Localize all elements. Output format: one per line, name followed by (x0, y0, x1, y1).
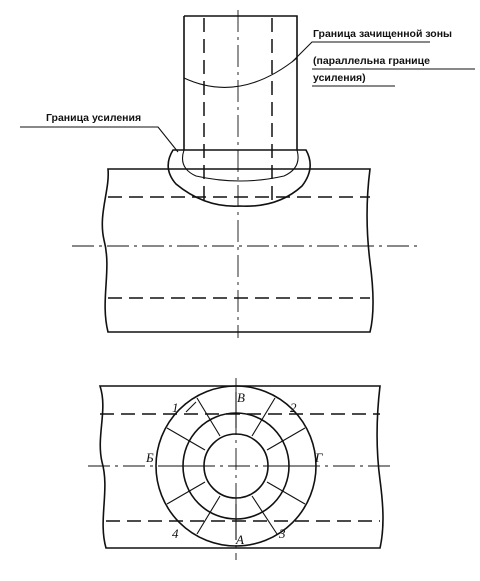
marker-left-b: Б (145, 450, 154, 465)
radial-line-4 (196, 495, 221, 535)
marker-1: 1 (172, 400, 179, 415)
radial-line-2 (251, 397, 276, 437)
marker-top-v: В (237, 390, 245, 405)
radial-line-3 (251, 495, 278, 535)
radial-lines (162, 392, 310, 540)
weld-reinforcement-bead (167, 149, 311, 207)
leader-cleaned-zone (291, 41, 430, 63)
marker-right-g: Г (314, 450, 323, 465)
radial-line-lr (266, 481, 306, 505)
plan-view: 1 2 3 4 В А Б Г (88, 378, 390, 560)
radial-line-ur (266, 427, 306, 451)
marker-4: 4 (172, 526, 179, 541)
main-pipe-outline (101, 168, 374, 333)
label-cleaned-zone-line3: усиления) (313, 72, 366, 84)
leader-reinforcement (20, 126, 179, 153)
branch-pipe-outline (183, 15, 298, 150)
label-cleaned-zone-line2: (параллельна границе (313, 55, 430, 67)
weld-reinforcement-inner (181, 149, 299, 182)
radial-line-1 (196, 397, 221, 437)
radial-line-ext-1 (185, 401, 197, 413)
outer-cleaned-zone-circle (155, 385, 317, 547)
radial-line-ll (166, 481, 206, 505)
plan-pipe-outline (98, 385, 384, 549)
marker-3: 3 (278, 526, 286, 541)
marker-2: 2 (290, 400, 297, 415)
label-reinforcement-boundary: Граница усиления (46, 112, 141, 124)
label-cleaned-zone-line1: Граница зачищенной зоны (313, 28, 452, 40)
radial-line-ul (166, 427, 206, 451)
marker-bottom-a: А (235, 532, 244, 547)
side-view: Граница зачищенной зоны (параллельна гра… (20, 10, 475, 338)
branch-pipe-circle (203, 433, 269, 499)
cleaned-zone-boundary-arc (183, 57, 298, 88)
